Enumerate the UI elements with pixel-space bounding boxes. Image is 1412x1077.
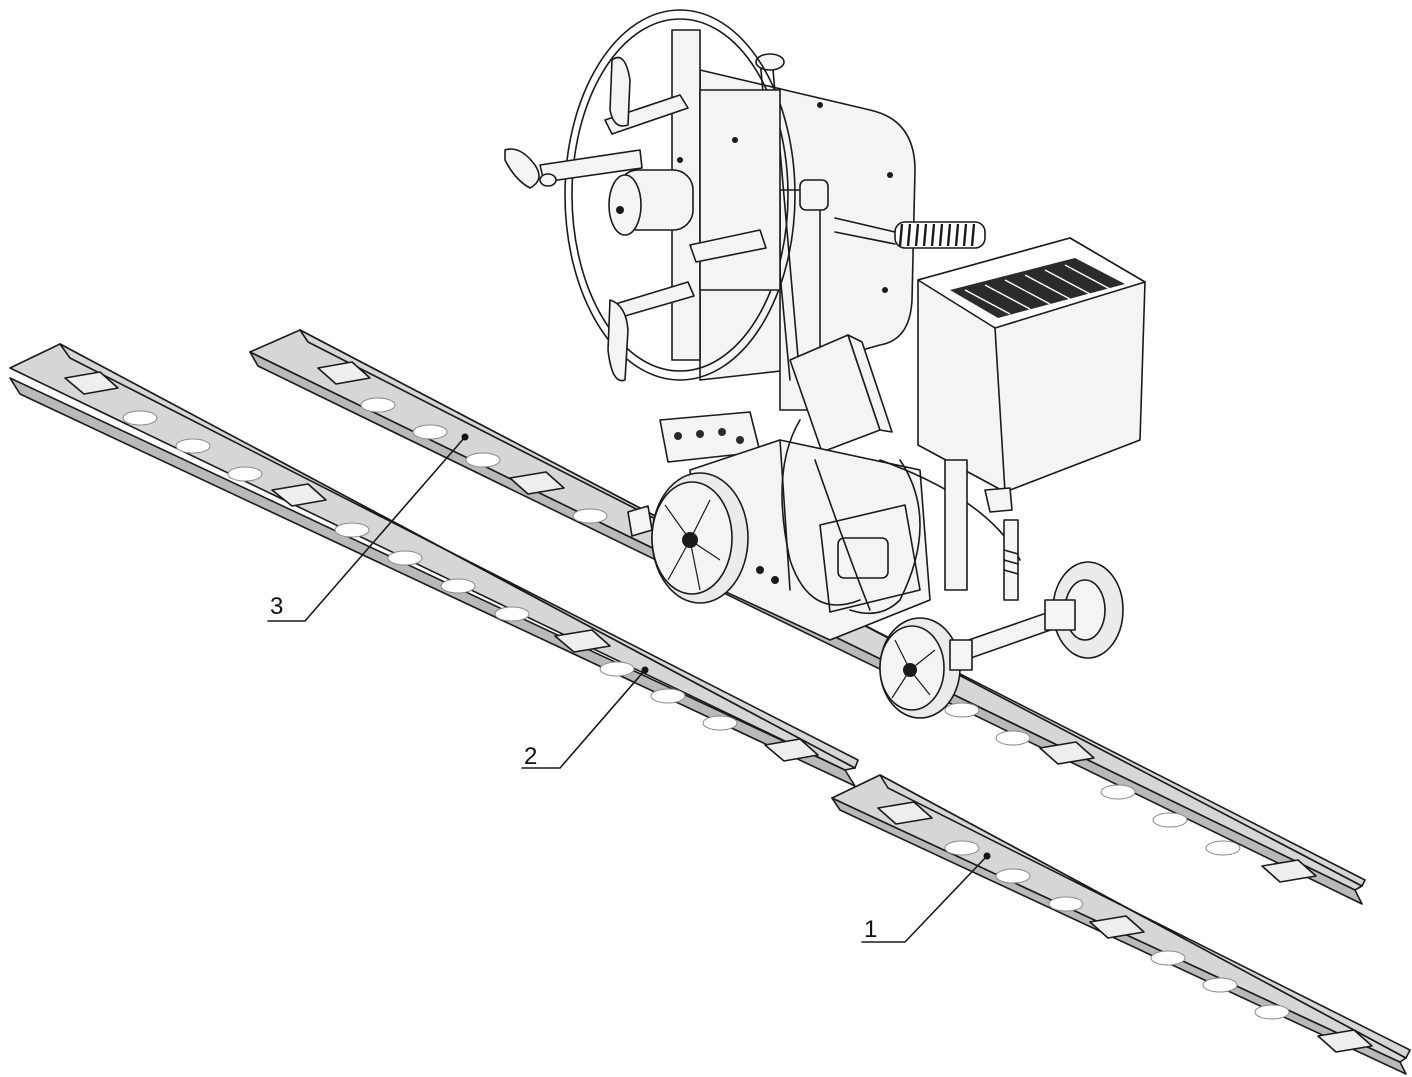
rail-2	[9, 343, 859, 787]
wheel-front-left	[651, 472, 749, 604]
callout-1-label: 1	[864, 916, 877, 943]
rail-1-clamps	[877, 801, 1373, 1053]
torch	[944, 459, 1019, 601]
rail-3-clamps	[317, 361, 1317, 883]
handle	[834, 217, 986, 249]
rail-1	[831, 774, 1411, 1075]
callout-1: 1	[861, 852, 991, 943]
wheel-front-right	[879, 617, 973, 719]
wheel-rear-right	[1044, 561, 1124, 659]
rail-1-holes	[944, 840, 1290, 1020]
callout-2-label: 2	[524, 743, 537, 770]
carriage-body	[627, 411, 931, 641]
rail-3-holes	[360, 397, 1241, 856]
rail-2-clamps	[64, 371, 819, 762]
rail-2-holes	[122, 410, 738, 731]
callout-3: 3	[267, 433, 469, 622]
wire-reel	[504, 9, 893, 382]
flux-hopper	[917, 237, 1146, 513]
cable-left	[781, 419, 861, 606]
callout-3-label: 3	[270, 593, 283, 620]
callout-2: 2	[521, 666, 649, 770]
cable-right	[849, 459, 921, 615]
welding-tractor	[504, 9, 1146, 719]
